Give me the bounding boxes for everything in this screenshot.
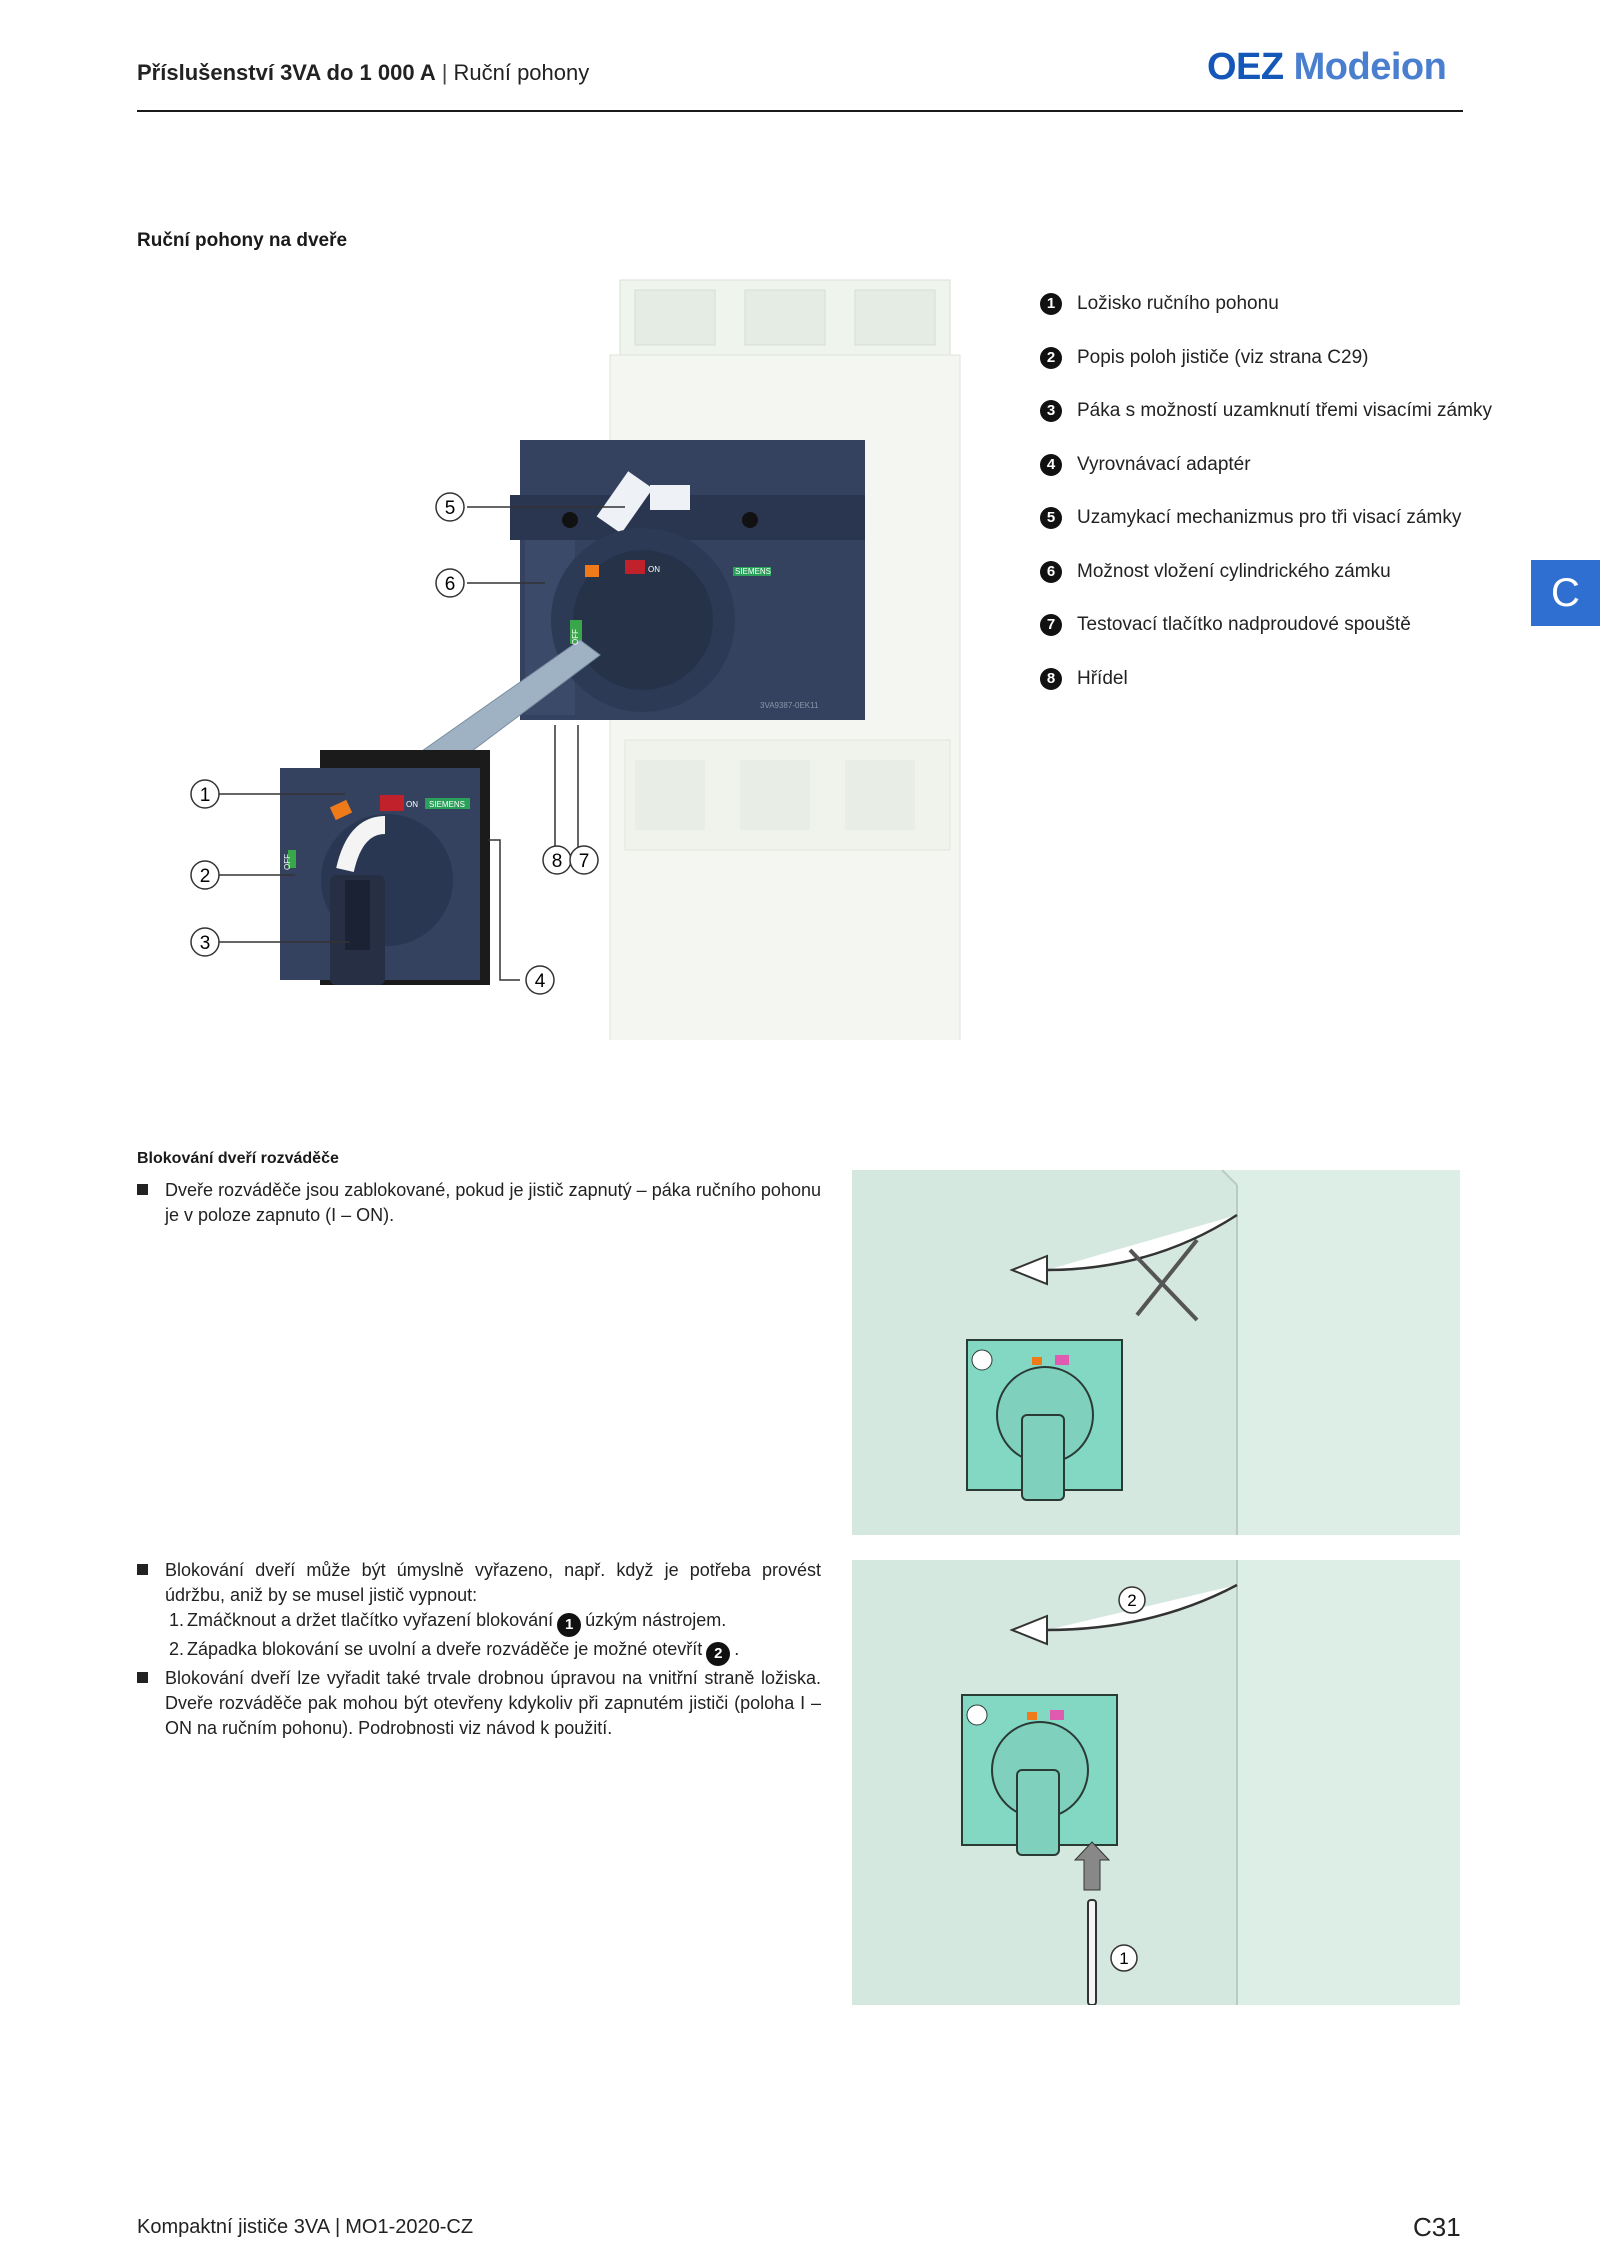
- legend-number: 7: [1040, 614, 1062, 636]
- legend-item: 6 Možnost vložení cylindrického zámku: [1040, 560, 1492, 615]
- step-text-end: úzkým nástrojem.: [585, 1610, 727, 1630]
- step-callout: 2: [706, 1642, 731, 1666]
- legend-text: Hřídel: [1077, 667, 1128, 689]
- callout-5: 5: [445, 498, 456, 519]
- legend-item: 7 Testovací tlačítko nadproudové spouště: [1040, 614, 1492, 668]
- legend-number: 5: [1040, 507, 1062, 529]
- footer-doc-code: MO1-2020-CZ: [345, 2216, 474, 2238]
- chapter-tab: C: [1531, 560, 1600, 626]
- fig2-callout-1: 1: [1119, 1949, 1128, 1968]
- bullet-square: [137, 1184, 148, 1195]
- legend-number: 3: [1040, 400, 1062, 422]
- door-brand-label: SIEMENS: [429, 800, 465, 809]
- device-code: 3VA9387-0EK11: [760, 701, 819, 710]
- page-number: C31: [1413, 2212, 1461, 2242]
- legend-number: 4: [1040, 453, 1062, 476]
- legend-number: 2: [1040, 346, 1062, 369]
- legend-item: 2 Popis poloh jističe (viz strana C29): [1040, 346, 1492, 401]
- step-text: Západka blokování se uvolní a dveře rozv…: [187, 1639, 703, 1659]
- callout-lines: [218, 506, 625, 981]
- legend-item: 1 Ložisko ručního pohonu: [1040, 293, 1492, 347]
- blocking-paragraph-2: Blokování dveří může být úmyslně vyřazen…: [137, 1558, 821, 1741]
- bullet-text: Dveře rozváděče jsou zablokované, pokud …: [165, 1180, 821, 1225]
- bullet-square: [137, 1672, 148, 1683]
- legend-item: 8 Hřídel: [1040, 667, 1492, 722]
- legend-item: 5 Uzamykací mechanizmus pro tři visací zá…: [1040, 507, 1492, 561]
- step-1: 1. Zmáčknout a držet tlačítko vyřazení b…: [169, 1608, 821, 1637]
- step-number: 1.: [169, 1610, 185, 1630]
- callout-circles: 5 6 1 2 3 4 8 7: [190, 492, 599, 995]
- breaker-on-label: ON: [648, 565, 660, 574]
- legend-list: 1 Ložisko ručního pohonu 2 Popis poloh jis…: [1040, 293, 1492, 721]
- breaker-front-operator: [510, 440, 865, 720]
- header-subtitle: Ruční pohony: [453, 60, 590, 85]
- bullet-text: Blokování dveří lze vyřadit také trvale …: [165, 1668, 821, 1738]
- door-on-label: ON: [406, 800, 418, 809]
- section-title: Ruční pohony na dveře: [137, 230, 348, 251]
- header-separator: |: [441, 60, 448, 85]
- door-operator: [280, 750, 490, 985]
- legend-number: 1: [1040, 293, 1062, 315]
- legend-text: Testovací tlačítko nadproudové spouště: [1077, 614, 1411, 635]
- footer-separator: |: [335, 2216, 341, 2238]
- blocking-heading: Blokování dveří rozváděče: [137, 1150, 339, 1167]
- callout-2: 2: [200, 866, 211, 887]
- bullet-text: Blokování dveří může být úmyslně vyřazen…: [165, 1560, 821, 1605]
- step-callout: 1: [557, 1613, 582, 1637]
- fig2-callout-2: 2: [1127, 1591, 1136, 1610]
- footer-doc-title: Kompaktní jističe 3VA: [137, 2216, 331, 2238]
- legend-item: 4 Vyrovnávací adaptér: [1040, 453, 1492, 508]
- legend-number: 6: [1040, 560, 1062, 583]
- header-rule: [137, 110, 1463, 112]
- legend-text: Uzamykací mechanizmus pro tři visací zám…: [1077, 507, 1462, 528]
- legend-text: Vyrovnávací adaptér: [1077, 453, 1251, 475]
- door-off-label: OFF: [283, 854, 292, 870]
- bullet-square: [137, 1564, 148, 1575]
- legend-text: Popis poloh jističe (viz strana C29): [1077, 346, 1369, 368]
- header-main-title: Příslušenství 3VA do 1 000 A: [137, 60, 436, 85]
- breaker-off-label: OFF: [571, 629, 580, 645]
- step-text-end: .: [734, 1639, 740, 1659]
- callout-7: 7: [579, 851, 590, 872]
- step-number: 2.: [169, 1639, 185, 1659]
- step-text: Zmáčknout a držet tlačítko vyřazení blok…: [187, 1610, 554, 1630]
- legend-item: 3 Páka s možností uzamknutí třemi visacím…: [1040, 400, 1492, 454]
- rotary-operator-diagram: 5 6 1 2 3 4 8 7 ON SIEMENS SIEMENS ON 3V…: [190, 279, 961, 1040]
- callout-8: 8: [552, 851, 563, 872]
- figure-door-override: 2 1: [852, 1560, 1460, 2005]
- blocking-paragraph-1: Dveře rozváděče jsou zablokované, pokud …: [137, 1178, 821, 1228]
- legend-number: 8: [1040, 667, 1062, 690]
- breaker-brand-label: SIEMENS: [735, 567, 771, 576]
- step-2: 2. Západka blokování se uvolní a dveře r…: [169, 1637, 821, 1666]
- brand-modeion: Modeion: [1293, 46, 1447, 88]
- figure-door-blocked: [852, 1170, 1460, 1535]
- callout-4: 4: [535, 971, 546, 992]
- callout-3: 3: [200, 933, 211, 954]
- callout-6: 6: [445, 574, 456, 595]
- legend-text: Ložisko ručního pohonu: [1077, 293, 1279, 314]
- footer-doc: Kompaktní jističe 3VA|MO1-2020-CZ: [137, 2216, 473, 2239]
- brand-oez: OEZ: [1207, 46, 1284, 88]
- legend-text: Páka s možností uzamknutí třemi visacími…: [1077, 400, 1492, 421]
- legend-text: Možnost vložení cylindrického zámku: [1077, 560, 1391, 582]
- header-title: Příslušenství 3VA do 1 000 A|Ruční pohon…: [137, 60, 589, 86]
- callout-1: 1: [200, 785, 211, 806]
